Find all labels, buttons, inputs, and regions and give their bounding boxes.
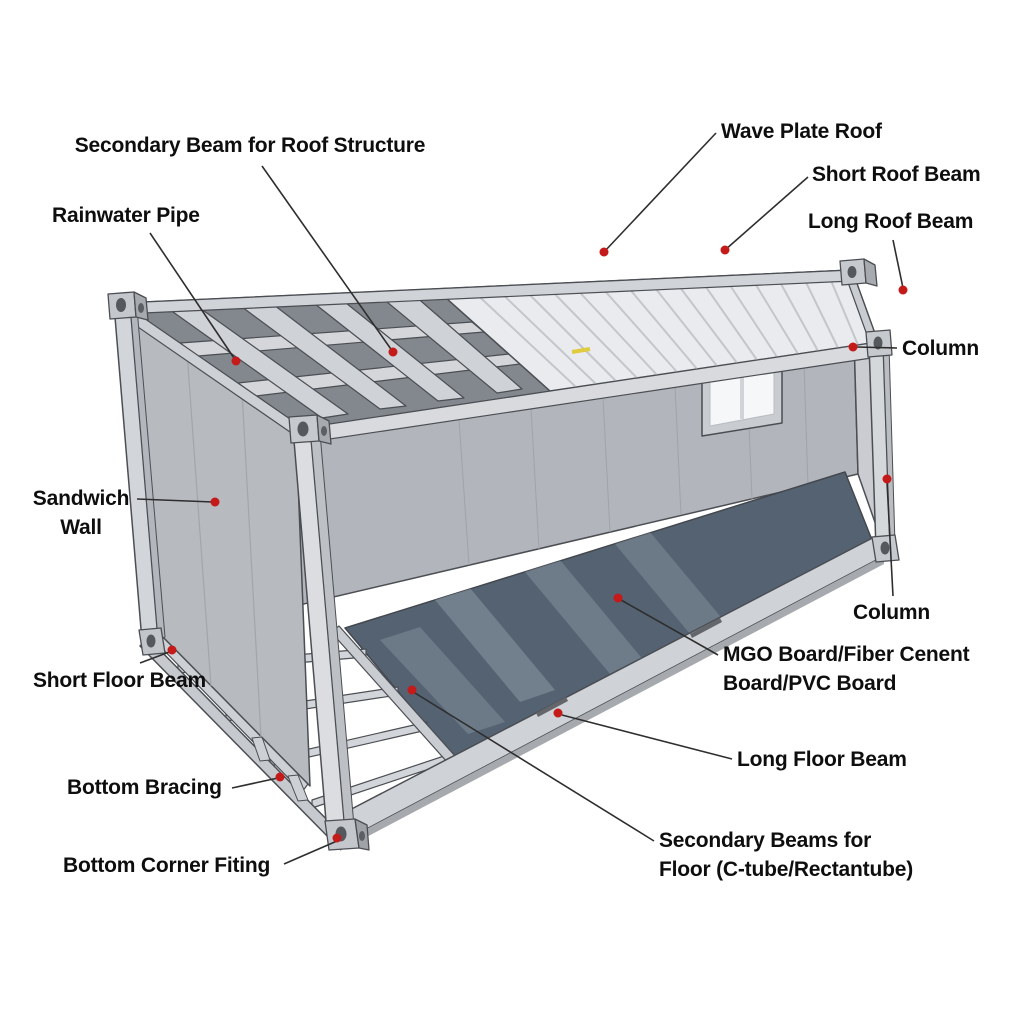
- marker-dot: [720, 245, 730, 255]
- label-bottom-corner-fitting: Bottom Corner Fiting: [63, 854, 271, 877]
- leader-floor-secondary-beams: [414, 692, 655, 842]
- label-floor-secondary-beams-line1: Secondary Beams for: [659, 829, 872, 852]
- marker-dot: [167, 645, 177, 655]
- leader-bottom-bracing: [231, 777, 279, 789]
- marker-dots: [167, 245, 908, 843]
- marker-dot: [388, 347, 398, 357]
- label-mgo-board-line1: MGO Board/Fiber Cenent: [723, 643, 970, 666]
- label-column-upper: Column: [902, 337, 979, 360]
- label-floor-secondary-beams: Secondary Beams for Floor (C-tube/Rectan…: [659, 826, 944, 884]
- marker-dot: [599, 247, 609, 257]
- label-wave-plate-roof: Wave Plate Roof: [721, 120, 882, 143]
- marker-dot: [882, 474, 892, 484]
- leader-short-roof-beam: [724, 176, 809, 251]
- corner-fittings: [107, 258, 900, 851]
- leader-rainwater-pipe: [149, 232, 237, 362]
- columns: [113, 303, 896, 834]
- label-column-lower: Column: [853, 601, 930, 624]
- label-short-roof-beam: Short Roof Beam: [812, 163, 981, 186]
- leader-long-roof-beam: [892, 239, 904, 289]
- roof-frame: [121, 288, 551, 429]
- container-structure: [107, 258, 900, 851]
- marker-dot: [275, 772, 285, 782]
- label-sandwich-wall-line1: Sandwich: [32, 487, 130, 510]
- marker-dot: [231, 356, 241, 366]
- label-secondary-roof-beam: Secondary Beam for Roof Structure: [74, 134, 426, 157]
- label-mgo-board-line2: Board/PVC Board: [723, 672, 897, 695]
- top-rails: [121, 269, 879, 444]
- leader-short-floor-beam: [139, 650, 173, 664]
- label-long-roof-beam: Long Roof Beam: [808, 210, 974, 233]
- marker-dot: [332, 833, 342, 843]
- leader-lines: [136, 132, 904, 865]
- floor-board: [344, 471, 873, 769]
- marker-dot: [613, 593, 623, 603]
- label-rainwater-pipe: Rainwater Pipe: [52, 204, 200, 227]
- label-sandwich-wall-line2: Wall: [60, 516, 102, 539]
- marker-dot: [848, 342, 858, 352]
- label-short-floor-beam: Short Floor Beam: [33, 669, 206, 692]
- leader-column-upper: [855, 346, 898, 349]
- leader-secondary-roof-beam: [261, 165, 394, 353]
- wave-plate-roof-panel: [435, 269, 879, 392]
- marker-dot: [210, 497, 220, 507]
- marker-dot: [553, 708, 563, 718]
- label-floor-secondary-beams-line2: Floor (C-tube/Rectantube): [659, 858, 913, 881]
- leader-long-floor-beam: [561, 714, 733, 760]
- leader-column-lower: [886, 481, 894, 597]
- label-mgo-board: MGO Board/Fiber Cenent Board/PVC Board: [723, 640, 993, 698]
- label-sandwich-wall: Sandwich Wall: [26, 484, 136, 542]
- label-long-floor-beam: Long Floor Beam: [737, 748, 907, 771]
- leader-sandwich-wall: [136, 498, 214, 503]
- marker-dot: [898, 285, 908, 295]
- marker-dot: [407, 685, 417, 695]
- label-bottom-bracing: Bottom Bracing: [67, 776, 222, 799]
- leader-mgo-board: [620, 599, 719, 656]
- leader-wave-plate-roof: [603, 132, 717, 253]
- leader-bottom-corner-fitting: [283, 840, 338, 865]
